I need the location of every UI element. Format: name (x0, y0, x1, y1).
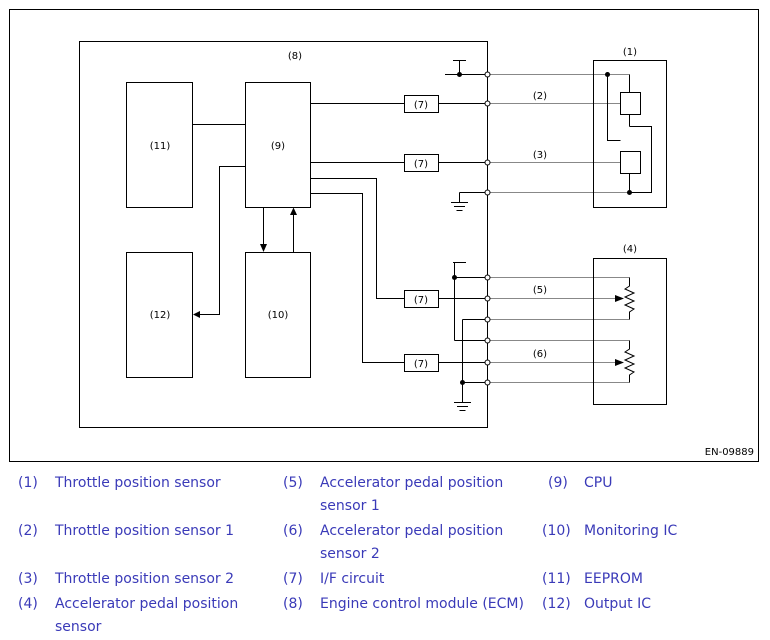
figure-code: EN-09889 (705, 447, 754, 458)
apps2-wire-label: (6) (533, 349, 547, 360)
apps-ground-dot (460, 380, 465, 385)
apps-supply-dot (452, 275, 457, 280)
monitoring-ic-box (245, 252, 311, 378)
output-arrow-icon (193, 311, 200, 318)
tps2-wire-label: (3) (533, 150, 547, 161)
throttle-sensor-label: (1) (623, 47, 637, 58)
diagram-frame (9, 9, 759, 462)
junction-dot (457, 72, 462, 77)
tps-ground-dot (627, 190, 632, 195)
legend-text: Accelerator pedal position sensor (55, 596, 239, 635)
legend-text: Throttle position sensor 2 (55, 571, 235, 587)
cpu-if-wire-3 (310, 178, 405, 299)
apps2-arrow-icon (615, 359, 624, 366)
legend-num: (3) (18, 571, 38, 587)
apps1-arrow-icon (615, 295, 624, 302)
legend-num: (2) (18, 523, 38, 539)
wiring-diagram: (8) (11) (9) (12) (10) (7) (7) (7) (7) (9, 9, 759, 462)
legend-text: EEPROM (584, 571, 643, 587)
legend-text: Throttle position sensor (55, 475, 221, 491)
legend-num: (10) (542, 523, 571, 539)
legend-num: (9) (548, 475, 568, 491)
tps-ground-loop (629, 126, 652, 193)
tps-internal-supply (607, 74, 621, 141)
ecm-terminals (484, 71, 491, 386)
cpu-box (245, 82, 311, 208)
if-circuit-2-label: (7) (414, 159, 428, 170)
legend-num: (5) (283, 475, 303, 491)
ecm-label: (8) (288, 51, 302, 62)
legend-text: Accelerator pedal position sensor 1 (320, 475, 504, 514)
eeprom-label: (11) (150, 141, 171, 152)
cpu-if-wire-4 (310, 193, 405, 363)
ecm-box (79, 41, 488, 428)
monitoring-ic-label: (10) (268, 310, 289, 321)
legend-text: Throttle position sensor 1 (55, 523, 235, 539)
legend-text: CPU (584, 475, 613, 491)
down-arrow-icon (260, 244, 267, 252)
throttle-sensor-box (593, 60, 667, 208)
legend: (1) Throttle position sensor (2) Throttl… (0, 468, 770, 640)
legend-text: Monitoring IC (584, 523, 678, 539)
if-circuit-1-label: (7) (414, 100, 428, 111)
potentiometer-1-icon (623, 277, 636, 320)
throttle-element-1 (620, 92, 641, 115)
cpu-output-wire (198, 166, 246, 315)
legend-num: (12) (542, 596, 571, 612)
output-ic-label: (12) (150, 310, 171, 321)
output-ic-box (126, 252, 193, 378)
legend-num: (6) (283, 523, 303, 539)
legend-text: Accelerator pedal position sensor 2 (320, 523, 504, 562)
accelerator-sensor-label: (4) (623, 244, 637, 255)
legend-num: (1) (18, 475, 38, 491)
legend-num: (11) (542, 571, 571, 587)
eeprom-box (126, 82, 193, 208)
legend-text: Output IC (584, 596, 651, 612)
legend-text: I/F circuit (320, 571, 385, 587)
accelerator-sensor-box (593, 258, 667, 405)
legend-num: (7) (283, 571, 303, 587)
if-circuit-3-label: (7) (414, 295, 428, 306)
throttle-element-2 (620, 151, 641, 174)
tps-junction-dot (605, 72, 610, 77)
legend-num: (8) (283, 596, 303, 612)
apps1-wire-label: (5) (533, 285, 547, 296)
potentiometer-2-icon (623, 340, 636, 383)
legend-text: Engine control module (ECM) (320, 596, 524, 612)
up-arrow-icon (290, 207, 297, 215)
if-circuit-4-label: (7) (414, 359, 428, 370)
tps1-wire-label: (2) (533, 91, 547, 102)
legend-num: (4) (18, 596, 38, 612)
cpu-label: (9) (271, 141, 285, 152)
